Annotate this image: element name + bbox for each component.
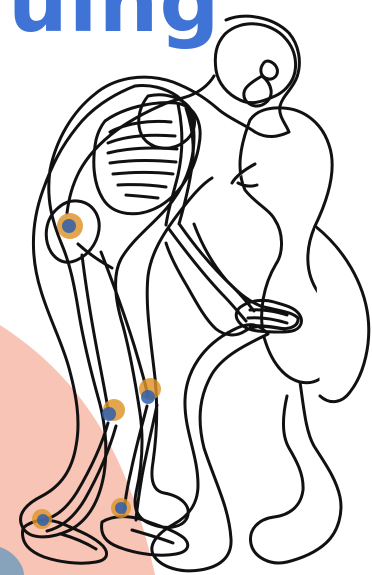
lower-back-joint (57, 213, 83, 239)
left-ankle-joint (32, 509, 52, 529)
eye-socket (261, 61, 278, 79)
right-ankle-joint (111, 498, 131, 518)
right-thigh-bone (101, 252, 148, 396)
skull (215, 24, 295, 103)
